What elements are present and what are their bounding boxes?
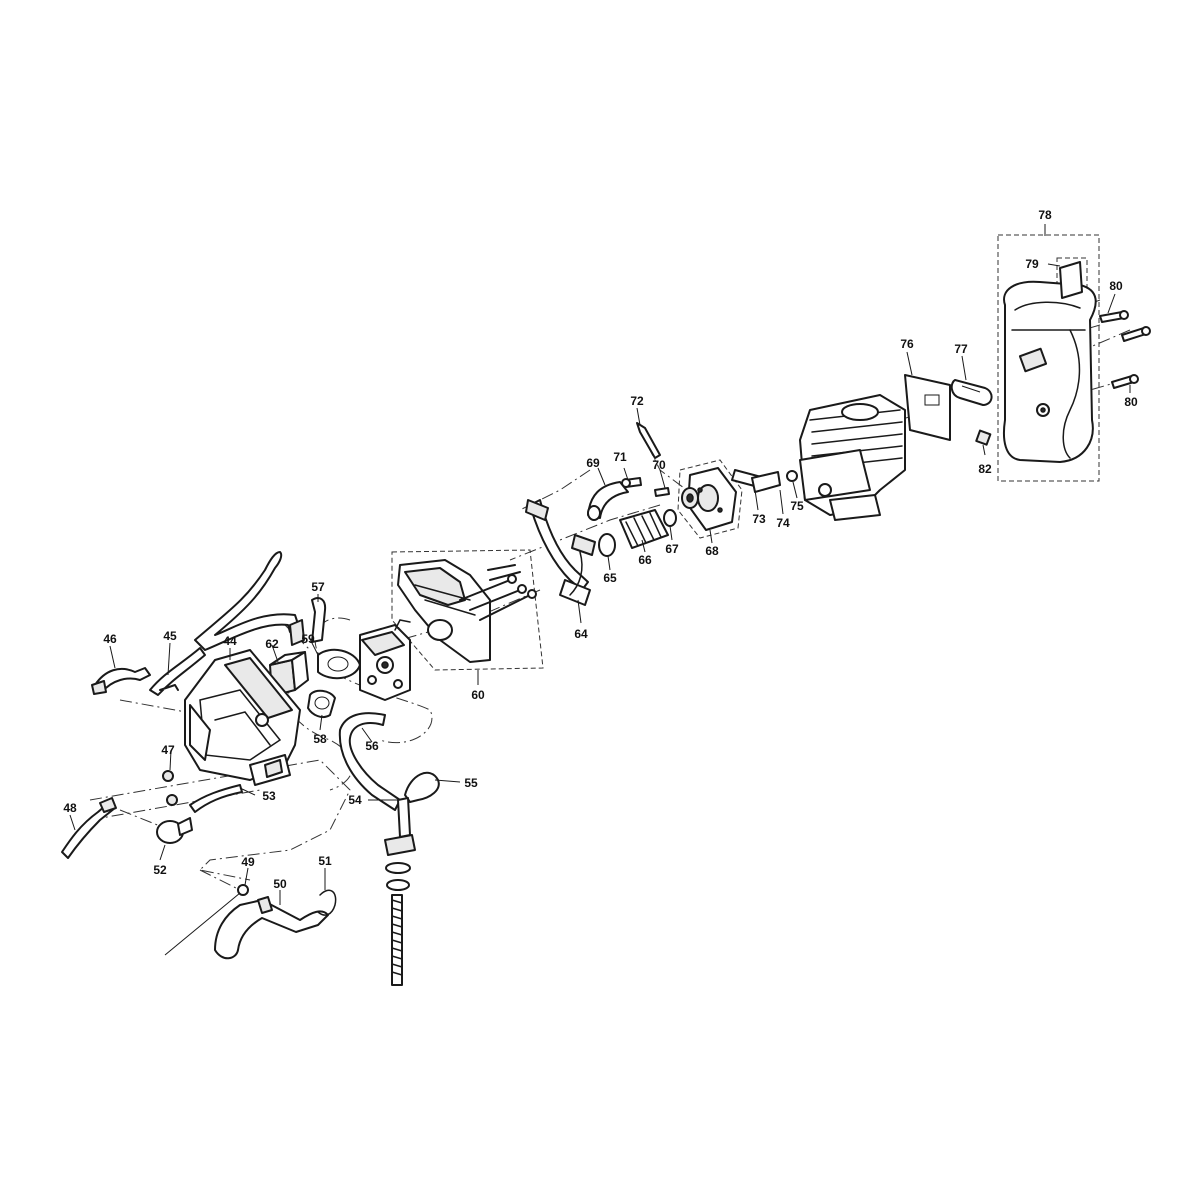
primer-bulb-part-52 — [156, 817, 193, 844]
muffler-part-78 — [1002, 280, 1097, 463]
label-77: 77 — [954, 342, 968, 356]
label-55: 55 — [464, 776, 478, 790]
tank-housing-part-44 — [184, 649, 301, 786]
label-65: 65 — [603, 571, 617, 585]
gasket-part-58 — [307, 689, 336, 718]
label-68: 68 — [705, 544, 719, 558]
intake-boot-part-66 — [619, 509, 669, 549]
label-67: 67 — [665, 542, 679, 556]
clamp-part-65 — [598, 533, 616, 557]
label-45: 45 — [163, 629, 177, 643]
label-78: 78 — [1038, 208, 1052, 222]
label-56: 56 — [365, 739, 379, 753]
label-79: 79 — [1025, 257, 1039, 271]
label-44: 44 — [223, 634, 237, 648]
cylinder — [799, 394, 906, 521]
fuel-hose-part-57 — [311, 597, 327, 643]
label-80-upper: 80 — [1109, 279, 1123, 293]
oring-part-67 — [663, 509, 677, 527]
label-82: 82 — [978, 462, 992, 476]
label-69: 69 — [586, 456, 600, 470]
label-52: 52 — [153, 863, 167, 877]
label-53: 53 — [262, 789, 276, 803]
label-73: 73 — [752, 512, 766, 526]
label-70: 70 — [652, 458, 666, 472]
spring-part-51 — [317, 889, 337, 916]
group-box-60 — [391, 549, 544, 671]
fuel-hose-part-55 — [404, 771, 440, 803]
label-71: 71 — [613, 450, 627, 464]
label-51: 51 — [318, 854, 332, 868]
group-box-68 — [677, 459, 743, 539]
throttle-rod — [194, 551, 305, 651]
bolts-part-80 — [1099, 310, 1151, 389]
lever-part-46 — [91, 667, 151, 695]
carburetor-mount-part-60 — [397, 559, 537, 663]
leader-lines — [69, 224, 1131, 905]
fuel-pickup-part-54 — [384, 797, 416, 986]
hose-part-53 — [189, 784, 243, 813]
sleeve-part-70 — [681, 487, 699, 509]
throttle-trigger-part-50 — [214, 896, 329, 960]
label-50: 50 — [273, 877, 287, 891]
group-boxes — [391, 234, 1100, 671]
spring-part-49 — [164, 884, 249, 956]
lever-part-48 — [61, 797, 117, 859]
label-64: 64 — [574, 627, 588, 641]
screw-part-72 — [636, 422, 661, 459]
label-49: 49 — [241, 855, 255, 869]
group-box-78 — [997, 234, 1100, 482]
label-72: 72 — [630, 394, 644, 408]
impulse-hose-part-64 — [525, 499, 596, 606]
carburetor — [359, 619, 411, 701]
label-59: 59 — [301, 632, 315, 646]
screws-part-71 — [621, 477, 670, 497]
label-58: 58 — [313, 732, 327, 746]
label-57: 57 — [311, 580, 325, 594]
label-66: 66 — [638, 553, 652, 567]
bracket-part-74 — [751, 471, 781, 493]
label-54: 54 — [348, 793, 362, 807]
label-62: 62 — [265, 637, 279, 651]
label-80-lower: 80 — [1124, 395, 1138, 409]
washer-part-75 — [786, 470, 798, 482]
gasket-part-76 — [904, 374, 951, 441]
label-76: 76 — [900, 337, 914, 351]
part-labels: 44 45 46 47 48 49 50 51 52 53 54 55 56 5… — [63, 208, 1138, 891]
label-74: 74 — [776, 516, 790, 530]
gasket-part-77 — [950, 379, 993, 406]
elbow-part-69 — [587, 481, 629, 521]
muffler-cover-plate-part-79 — [1059, 261, 1083, 299]
rod-part-45 — [149, 647, 206, 696]
nut-part-47 — [162, 770, 178, 806]
label-46: 46 — [103, 632, 117, 646]
label-75: 75 — [790, 499, 804, 513]
label-48: 48 — [63, 801, 77, 815]
gasket-part-59 — [317, 648, 361, 680]
nut-part-82 — [975, 429, 992, 446]
label-47: 47 — [161, 743, 175, 757]
label-60: 60 — [471, 688, 485, 702]
